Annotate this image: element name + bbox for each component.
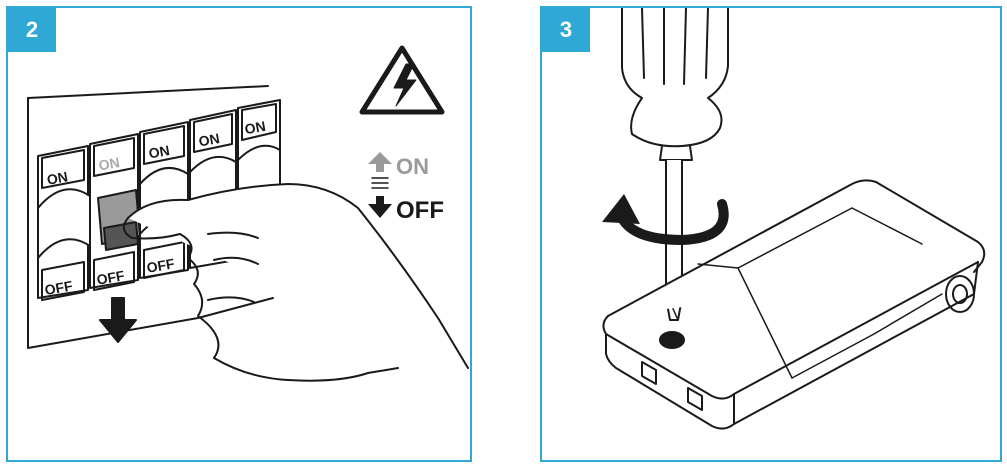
high-voltage-warning-icon [359,45,445,115]
breaker-label-on: ON [46,168,69,187]
legend-on-label: ON [396,154,429,179]
device-enclosure [602,179,986,430]
breaker-label-off: OFF [145,255,176,276]
screwdriver-illustration [602,8,986,430]
step-3-panel: 3 [540,6,1002,462]
breaker-label-off: OFF [95,267,126,288]
rotate-arrowhead [602,194,640,224]
step-badge: 3 [542,8,590,52]
hand-outline [127,183,469,369]
step-2-panel: 2 [6,6,472,462]
breaker-label-on-dim: ON [97,154,120,173]
breaker-label-off: OFF [43,277,74,298]
breaker-panel-top [27,85,269,99]
arrow-down-icon [368,196,392,218]
arrow-down-icon [99,297,137,343]
breaker-label-on: ON [197,130,220,149]
legend-off-label: OFF [396,197,444,224]
legend-divider-lines [371,177,389,189]
rotate-counterclockwise-arrow-icon [617,199,729,245]
on-label-plates [41,103,277,189]
breaker-label-on: ON [147,142,170,161]
step-badge: 2 [8,8,56,52]
breaker-label-on: ON [243,118,266,137]
arrow-up-icon [368,152,392,172]
off-label-plates [41,241,185,301]
breaker-illustration: ON ON ON ON ON OFF OFF OFF ON OFF [27,45,469,382]
